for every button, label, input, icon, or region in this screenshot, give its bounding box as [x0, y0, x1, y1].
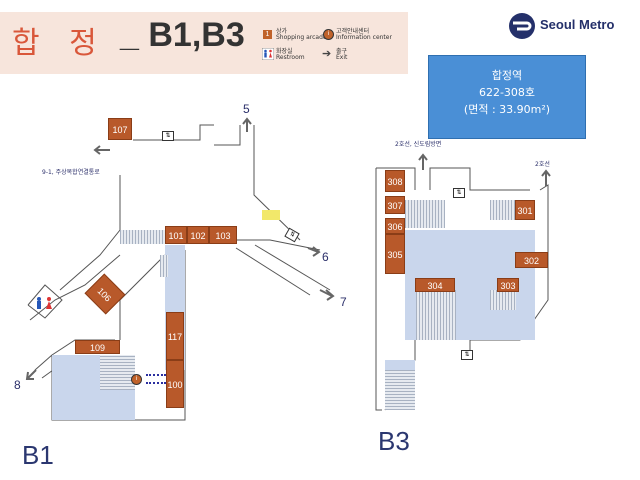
b3-floor-label: B3 [378, 426, 410, 456]
seoul-metro-logo: Seoul Metro [508, 12, 628, 40]
b1-hall [52, 355, 100, 420]
b3-stairs-top-left [405, 200, 445, 228]
shop-308[interactable]: 308 [385, 170, 405, 192]
info-station: 합정역 [491, 69, 523, 82]
legend-exit: 출구 Exit [336, 48, 348, 61]
b1-yellow-marker [262, 210, 280, 220]
header-band [0, 12, 408, 74]
shop-icon: 1 [263, 30, 272, 39]
exit-7-label: 7 [340, 295, 347, 309]
exit-6-label: 6 [322, 250, 329, 264]
shop-305[interactable]: 305 [385, 234, 405, 274]
information-center-icon: i [323, 29, 334, 40]
b3-elevator-icon-lower: ⇅ [461, 350, 473, 360]
b3-stairs-top-right [490, 200, 516, 220]
legend-info: 고객안내센터 Information center [336, 28, 392, 41]
b3-stairs-lower [385, 370, 415, 410]
shop-306[interactable]: 306 [385, 218, 405, 234]
shop-102[interactable]: 102 [187, 226, 209, 244]
b1-stairs-side [160, 255, 168, 277]
exit-5-label: 5 [243, 102, 250, 116]
shop-301[interactable]: 301 [515, 200, 535, 220]
shop-303[interactable]: 303 [497, 278, 519, 292]
shop-101[interactable]: 101 [165, 226, 187, 244]
legend-shop: 상가 Shopping arcade [276, 28, 327, 41]
b1-info-center-icon: i [131, 374, 142, 385]
b1-floor-label: B1 [22, 440, 54, 470]
shop-304[interactable]: 304 [415, 278, 455, 292]
shop-109[interactable]: 109 [75, 340, 120, 354]
b3-stairs-center [416, 290, 456, 340]
b3-line-label-right: 2호선 [535, 161, 550, 168]
b1-elevator-icon: ⇅ [162, 131, 174, 141]
b1-stairs-hall [100, 355, 135, 390]
unit-info-box: 합정역 622-308호 (면적 : 33.90m²) [428, 55, 586, 139]
info-area: (면적 : 33.90m²) [463, 103, 551, 116]
b1-gate-icon [146, 374, 166, 384]
restroom-icon [262, 48, 274, 60]
b3-elevator-icon: ⇅ [453, 188, 465, 198]
b3-stairs-right [490, 290, 516, 310]
shop-307[interactable]: 307 [385, 196, 405, 214]
logo-text: Seoul Metro [540, 17, 615, 32]
shop-302[interactable]: 302 [515, 252, 548, 268]
b1-connection-label: 9-1, 주상복합연결통로 [42, 169, 100, 176]
b3-line-label-left: 2호선, 신도림방면 [395, 141, 442, 148]
exit-arrow-icon: ➔ [322, 48, 332, 60]
exit-8-label: 8 [14, 378, 21, 392]
seoul-metro-logo-icon [509, 13, 535, 39]
legend-restroom: 화장실 Restroom [276, 48, 305, 61]
shop-103[interactable]: 103 [209, 226, 237, 244]
info-unit: 622-308호 [478, 86, 536, 99]
shop-100[interactable]: 100 [166, 360, 184, 408]
level-title: _ B1,B3 [120, 16, 245, 54]
b1-hall-lower [100, 390, 135, 420]
b1-restroom-icon [37, 297, 52, 309]
shop-107[interactable]: 107 [108, 118, 132, 140]
station-name: 합 정 [12, 26, 107, 61]
b1-stairs-top [120, 230, 165, 244]
shop-117[interactable]: 117 [166, 312, 184, 360]
